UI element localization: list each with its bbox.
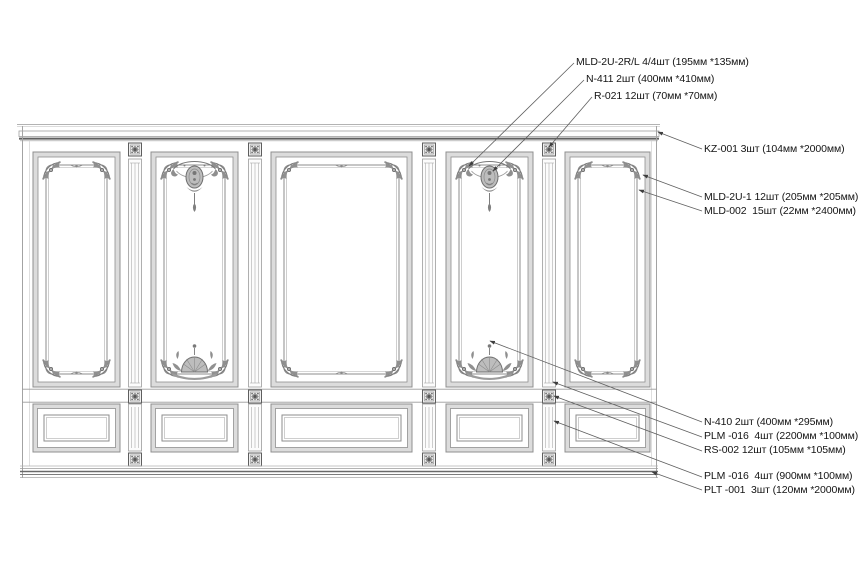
annotation-mld-2u-1: MLD-2U-1 12шт (205мм *205мм)	[704, 191, 859, 203]
annotation-plm-016-long: PLM -016 4шт (2200мм *100мм)	[704, 430, 859, 442]
wall-edges	[22, 126, 657, 478]
annotation-mld-2u-2rl: MLD-2U-2R/L 4/4шт (195мм *135мм)	[576, 56, 749, 68]
dado-panel-2	[150, 403, 239, 453]
pilaster-4	[542, 142, 556, 467]
annotation-n-411: N-411 2шт (400мм *410мм)	[586, 73, 715, 85]
annotation-r-021: R-021 12шт (70мм *70мм)	[594, 90, 718, 102]
dado-panel-3	[270, 403, 413, 453]
main-panel-1	[32, 151, 121, 388]
pilaster-3	[422, 142, 436, 467]
dado-panel-1	[32, 403, 121, 453]
annotation-kz-001: KZ-001 3шт (104мм *2000мм)	[704, 143, 845, 155]
dado-panel-5	[564, 403, 651, 453]
cornice	[17, 124, 660, 142]
leader-lines	[468, 62, 703, 491]
annotation-plm-016-short: PLM -016 4шт (900мм *100мм)	[704, 470, 853, 482]
annotation-rs-002: RS-002 12шт (105мм *105мм)	[704, 444, 846, 456]
main-panel-5	[564, 151, 651, 388]
main-panel-3	[270, 151, 413, 388]
annotation-n-410: N-410 2шт (400мм *295мм)	[704, 416, 834, 428]
chair-rail	[22, 388, 657, 403]
pilaster-1	[128, 142, 142, 467]
annotation-mld-002: MLD-002 15шт (22мм *2400мм)	[704, 205, 856, 217]
pilaster-2	[248, 142, 262, 467]
annotation-plt-001: PLT -001 3шт (120мм *2000мм)	[704, 484, 855, 496]
baseboard	[20, 465, 658, 478]
main-panel-2	[150, 151, 239, 388]
main-panel-4	[445, 151, 534, 388]
dado-panel-4	[445, 403, 534, 453]
